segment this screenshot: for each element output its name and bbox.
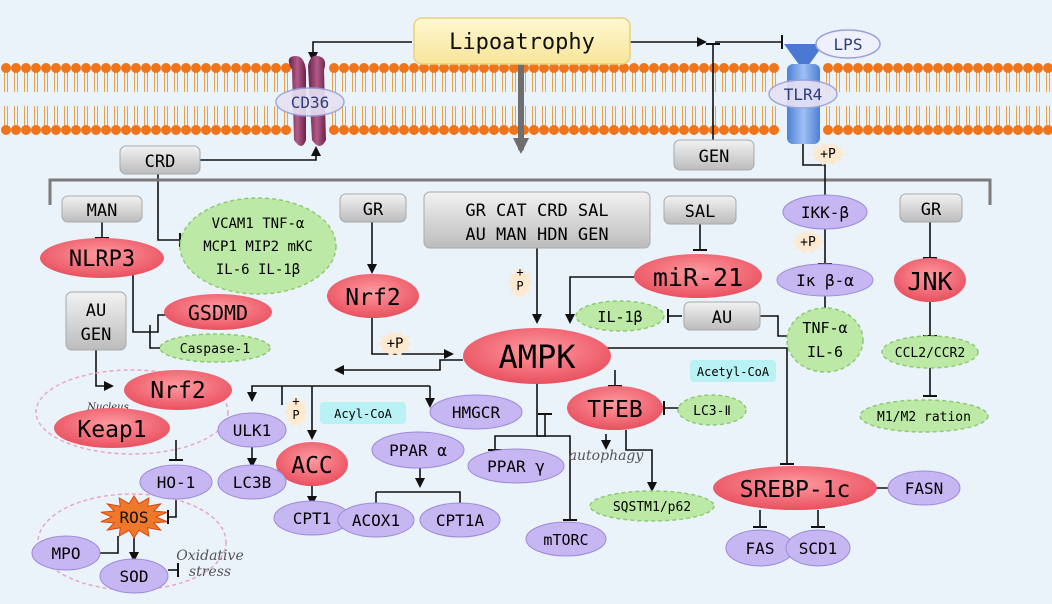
green-labels: VCAM1 TNF-α MCP1 MIP2 mKC IL-6 IL-1β Cas… [180,216,971,515]
gen-left-label: GEN [81,325,112,345]
cpt1-label: CPT1 [293,509,332,528]
gr-right-label: GR [921,200,942,220]
m1m2-label: M1/M2 ration [877,410,971,425]
phospho-ampk-plus: + [516,265,523,279]
sqstm1-label: SQSTM1/p62 [613,500,691,515]
red-nodes: NLRP3 GSDMD Nrf2 Nrf2 Keap1 AMPK miR-21 … [40,238,966,510]
purple-nodes [31,194,961,594]
crd-label: CRD [145,152,176,172]
cell-membrane [1,63,1052,135]
sal-label: SAL [685,202,716,222]
au-right-label: AU [712,308,732,328]
acox1-label: ACOX1 [352,511,400,530]
lc3ii-label: LC3-Ⅱ [693,404,731,419]
scd1-label: SCD1 [799,539,838,558]
phospho-labels: +P +P +P + P + P [292,147,836,422]
ampk-group-line1: GR CAT CRD SAL [465,201,608,221]
ros-starburst: ROS [100,494,168,540]
phospho-badge [810,142,846,166]
ikba-label: Iκ β-α [796,271,854,290]
oxidative-label-2: stress [189,564,231,580]
nucleus-label: Nucleus [86,402,128,413]
treatment-boxes: CRD GEN MAN GR GR CAT CRD SAL AU MAN HDN… [61,139,963,351]
srebp1c-label: SREBP-1c [740,477,851,503]
phospho-nrf2: +P [387,336,404,352]
ppara-label: PPAR α [389,441,447,460]
phospho-acc-plus: + [292,394,299,408]
phospho-badge [284,396,308,428]
tnfa-label: TNF-α [802,319,847,337]
phospho-ampk-p: P [516,279,523,293]
phospho-acc-p: P [292,408,299,422]
keap1-label: Keap1 [77,417,146,443]
mir21-label: miR-21 [653,263,743,292]
tlr4-receptor: TLR4 LPS [768,29,881,144]
tfeb-label: TFEB [587,397,642,423]
lipoatrophy-label: Lipoatrophy [449,30,595,55]
ros-label: ROS [120,508,149,527]
ikkb-label: IKK-β [801,203,849,222]
cytokines-line1: VCAM1 TNF-α [212,216,305,232]
nrf2-top-label: Nrf2 [345,285,400,311]
hmgcr-label: HMGCR [452,403,501,422]
ulk1-label: ULK1 [233,421,272,440]
ccl2-label: CCL2/CCR2 [895,346,965,361]
autophagy-label: autophagy [569,448,645,464]
cd36-label: CD36 [291,93,330,112]
phospho-badge [377,331,413,357]
man-label: MAN [87,201,118,221]
oxidative-label-1: Oxidative [176,548,243,564]
sod-label: SOD [120,567,149,586]
fasn-label: FASN [905,479,944,498]
nucleus-outline [35,369,229,455]
cyan-boxes: Acyl-CoA Acetyl-CoA [320,360,776,424]
cytokines-line3: IL-6 IL-1β [216,262,300,278]
phospho-ikk: +P [800,235,816,250]
gen-label: GEN [699,147,730,167]
caspase1-label: Caspase-1 [180,342,250,357]
mtorc-label: mTORC [543,531,588,549]
acyl-coa-label: Acyl-CoA [334,407,393,421]
mpo-label: MPO [52,544,81,563]
phospho-badge [792,230,824,254]
pparg-label: PPAR γ [487,457,545,476]
phospho-tlr4: +P [820,147,836,162]
lipoatrophy-box: Lipoatrophy [413,17,631,65]
purple-labels: HO-1 MPO SOD IKK-β Iκ β-α ULK1 LC3B CPT1… [52,203,944,586]
acc-label: ACC [291,453,333,479]
phospho-badges [284,142,846,428]
acetyl-coa-label: Acetyl-CoA [697,365,770,379]
ampk-group-line2: AU MAN HDN GEN [465,225,608,245]
cytokines-line2: MCP1 MIP2 mKC [203,239,313,255]
green-nodes [159,197,989,522]
gr-left-label: GR [363,200,384,220]
gsdmd-label: GSDMD [188,301,248,325]
au-label: AU [86,301,106,321]
il1b-label: IL-1β [597,308,642,326]
nrf2-nucleus-label: Nrf2 [150,378,205,404]
tlr4-label: TLR4 [784,85,823,104]
ho1-label: HO-1 [157,473,196,492]
fas-label: FAS [746,539,775,558]
cd36-receptor: CD36 [275,55,345,146]
lc3b-label: LC3B [233,473,272,492]
cpt1a-label: CPT1A [436,511,485,530]
nlrp3-label: NLRP3 [69,247,135,272]
il6-label: IL-6 [807,343,843,361]
ampk-label: AMPK [498,338,576,376]
jnk-label: JNK [907,267,952,296]
lps-label: LPS [834,35,863,54]
phospho-badge [508,267,532,299]
